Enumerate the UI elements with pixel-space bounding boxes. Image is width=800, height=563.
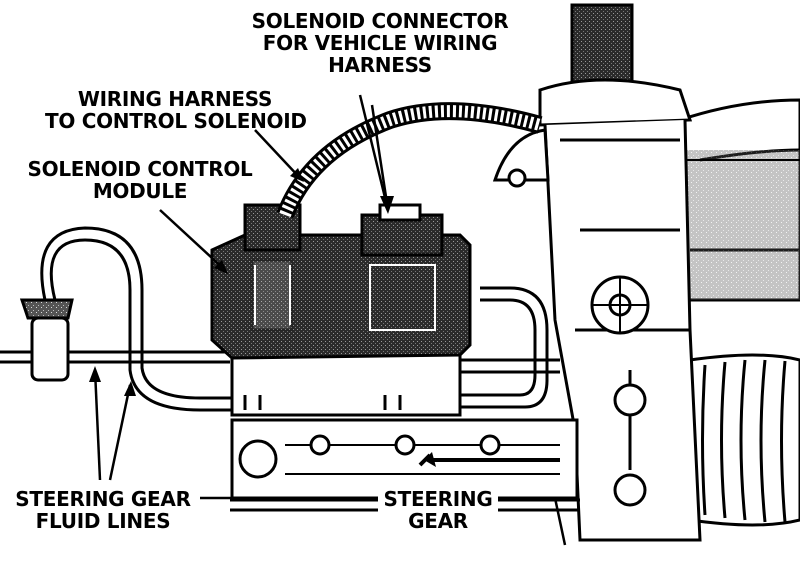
rubber-boot: [688, 353, 800, 527]
callout-line: WIRING HARNESS: [77, 87, 273, 111]
callout-control-module: SOLENOID CONTROL MODULE: [20, 158, 260, 202]
arrow-heads: [89, 168, 436, 467]
callout-line: FLUID LINES: [35, 509, 171, 533]
steering-gear-housing: [538, 78, 702, 542]
mounting-bracket: [492, 128, 550, 188]
tube-fitting: [19, 298, 74, 382]
wiring-harness-conduit: [276, 102, 543, 219]
rack-tube: [230, 418, 580, 512]
callout-line: MODULE: [92, 179, 188, 203]
callout-line: STEERING GEAR: [15, 487, 191, 511]
callout-wiring-harness: WIRING HARNESS TO CONTROL SOLENOID: [45, 87, 307, 133]
frame-structure: [679, 98, 800, 302]
leader-lines: [93, 94, 567, 546]
callout-fluid-lines: STEERING GEAR FLUID LINES: [8, 488, 198, 532]
steering-shaft: [570, 3, 634, 92]
callout-steering-gear: STEERING GEAR: [378, 488, 498, 532]
callout-line: FOR VEHICLE WIRING: [262, 31, 498, 55]
module-base: [230, 353, 462, 417]
callout-line: SOLENOID CONNECTOR: [251, 9, 509, 33]
callout-line: STEERING: [383, 487, 493, 511]
solenoid-control-module: [210, 203, 472, 360]
callout-solenoid-connector: SOLENOID CONNECTOR FOR VEHICLE WIRING HA…: [230, 10, 530, 76]
callout-line: TO CONTROL SOLENOID: [45, 109, 307, 133]
callout-line: GEAR: [408, 509, 468, 533]
callout-line: HARNESS: [328, 53, 432, 77]
callout-line: SOLENOID CONTROL: [27, 157, 253, 181]
